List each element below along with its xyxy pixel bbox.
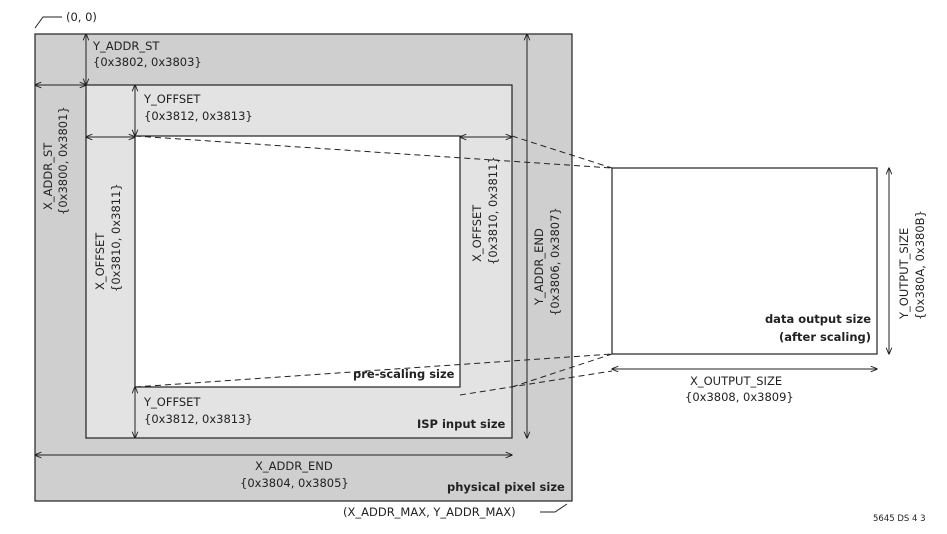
y-addr-st-register: {0x3802, 0x3803} <box>93 55 202 69</box>
x-addr-st-label: X_ADDR_ST <box>41 142 55 210</box>
projection-line-top-isp <box>511 135 613 169</box>
y-output-size-label: Y_OUTPUT_SIZE <box>897 228 911 320</box>
pre-scaling-size-label: pre-scaling size <box>353 367 455 381</box>
addr-max-label: (X_ADDR_MAX, Y_ADDR_MAX) <box>343 505 516 519</box>
projection-line-output-bottom <box>459 370 613 396</box>
projection-line-bottom-isp <box>511 353 613 388</box>
isp-input-size-label: ISP input size <box>417 417 506 431</box>
x-offset-left-register: {0x3810, 0x3811} <box>109 183 123 292</box>
physical-pixel-size-label: physical pixel size <box>447 480 565 494</box>
origin-leader <box>34 16 62 29</box>
output-rect <box>611 167 878 355</box>
x-offset-right-label: X_OFFSET <box>470 204 484 262</box>
y-addr-st-label: Y_ADDR_ST <box>92 39 160 53</box>
y-offset-bottom-label: Y_OFFSET <box>143 395 201 409</box>
x-addr-end-label: X_ADDR_END <box>255 459 333 473</box>
origin-label: (0, 0) <box>66 10 97 24</box>
y-offset-top-label: Y_OFFSET <box>143 92 201 106</box>
after-scaling-label: (after scaling) <box>779 330 871 344</box>
y-output-size-register: {0x380A, 0x380B} <box>913 210 927 320</box>
y-offset-bottom-register: {0x3812, 0x3813} <box>144 412 253 426</box>
y-offset-top-register: {0x3812, 0x3813} <box>144 109 253 123</box>
x-offset-right-register: {0x3810, 0x3811} <box>486 156 500 265</box>
y-addr-end-register: {0x3806, 0x3807} <box>548 207 562 316</box>
x-offset-left-label: X_OFFSET <box>93 232 107 290</box>
data-output-size-label: data output size <box>765 312 871 326</box>
x-output-size-register: {0x3808, 0x3809} <box>685 390 794 404</box>
x-addr-st-register: {0x3800, 0x3801} <box>56 106 70 215</box>
x-output-size-label: X_OUTPUT_SIZE <box>690 374 782 388</box>
x-addr-end-register: {0x3804, 0x3805} <box>240 476 349 490</box>
y-addr-end-label: Y_ADDR_END <box>532 228 546 306</box>
figure-id: 5645 DS 4 3 <box>873 514 926 524</box>
pre-scaling-rect <box>134 135 461 388</box>
addr-max-leader <box>540 503 568 513</box>
